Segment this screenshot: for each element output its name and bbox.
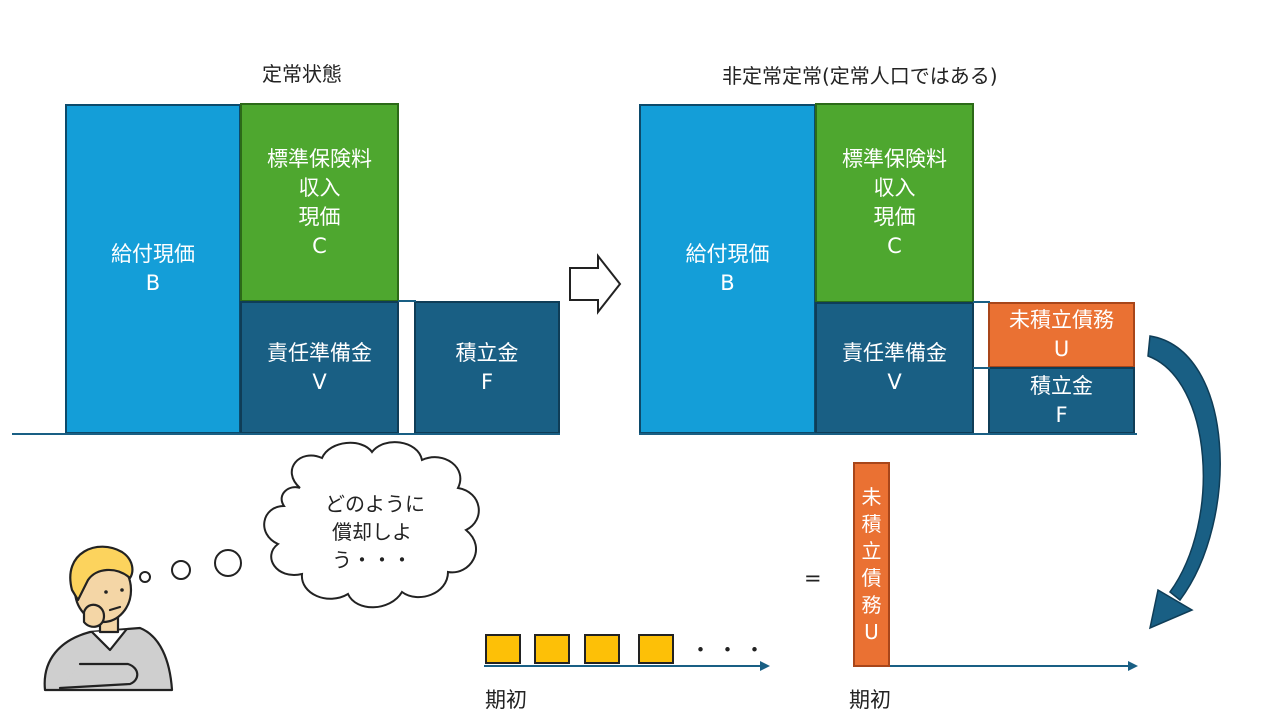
curved-arrow-icon — [1147, 335, 1221, 630]
thought-line-3: う・・・ — [332, 548, 412, 572]
right-benefit-box: 給付現価 B — [639, 104, 816, 434]
right-timeline — [854, 661, 1138, 671]
vertical-char: 積 — [861, 511, 882, 536]
right-premium-box: 標準保険料 収入 現価 C — [815, 103, 974, 303]
payment-square — [485, 634, 521, 664]
right-benefit-symbol: B — [720, 271, 735, 295]
right-reserve-label: 責任準備金 — [842, 341, 947, 365]
vertical-char: U — [864, 619, 879, 644]
continuation-dots: ・・・ — [690, 638, 771, 662]
vertical-char: 未 — [861, 484, 882, 509]
left-fund-symbol: F — [480, 369, 494, 394]
vertical-char: 債 — [861, 565, 882, 590]
right-fund-label: 積立金 — [1030, 373, 1093, 398]
left-benefit-label: 給付現価 — [111, 242, 195, 266]
right-premium-symbol: C — [887, 234, 902, 258]
payment-square — [584, 634, 620, 664]
left-fund-label: 積立金 — [455, 340, 519, 365]
right-premium-label-1: 標準保険料 — [842, 147, 947, 171]
left-premium-label-3: 現価 — [298, 204, 341, 229]
left-timeline — [484, 661, 770, 671]
left-baseline — [12, 433, 560, 435]
period-start-right: 期初 — [849, 688, 891, 712]
left-reserve-box: 責任準備金 V — [240, 301, 399, 434]
left-premium-label-2: 収入 — [298, 175, 341, 200]
right-unfunded-label: 未積立債務 — [1009, 308, 1114, 332]
left-reserve-label: 責任準備金 — [267, 340, 372, 365]
vertical-char: 立 — [861, 538, 882, 563]
period-start-left: 期初 — [485, 688, 527, 712]
left-benefit-symbol: B — [145, 271, 161, 295]
left-fund-box: 積立金 F — [414, 301, 560, 434]
payment-square — [638, 634, 674, 664]
vertical-char: 務 — [861, 592, 882, 617]
right-fund-box: 積立金 F — [988, 367, 1135, 434]
left-title: 定常状態 — [262, 62, 342, 86]
left-premium-label-1: 標準保険料 — [267, 146, 372, 171]
right-unfunded-box: 未積立債務 U — [988, 302, 1135, 368]
thought-line-1: どのように — [325, 492, 425, 516]
right-premium-label-3: 現価 — [873, 205, 916, 229]
right-baseline — [639, 433, 1137, 435]
right-reserve-box: 責任準備金 V — [815, 302, 974, 434]
payment-square — [534, 634, 570, 664]
right-premium-label-2: 収入 — [873, 176, 916, 200]
right-unfunded-symbol: U — [1053, 337, 1070, 361]
left-reserve-symbol: V — [312, 369, 327, 394]
right-reserve-symbol: V — [887, 370, 902, 394]
left-premium-symbol: C — [312, 233, 327, 258]
left-benefit-box: 給付現価 B — [65, 104, 241, 434]
right-fund-symbol: F — [1055, 402, 1068, 427]
hollow-right-arrow-icon — [569, 253, 622, 315]
right-title: 非定常定常(定常人口ではある) — [722, 64, 998, 88]
right-benefit-label: 給付現価 — [685, 242, 770, 266]
thinking-person-icon — [43, 545, 174, 692]
thought-text: どのように 償却しよ う・・・ — [320, 490, 425, 574]
equals-sign: = — [804, 566, 822, 590]
thought-line-2: 償却しよ — [332, 520, 412, 544]
left-premium-box: 標準保険料 収入 現価 C — [240, 103, 399, 302]
vertical-unfunded-box: 未 積 立 債 務 U — [853, 462, 890, 667]
thought-bubble-icon — [139, 441, 480, 609]
